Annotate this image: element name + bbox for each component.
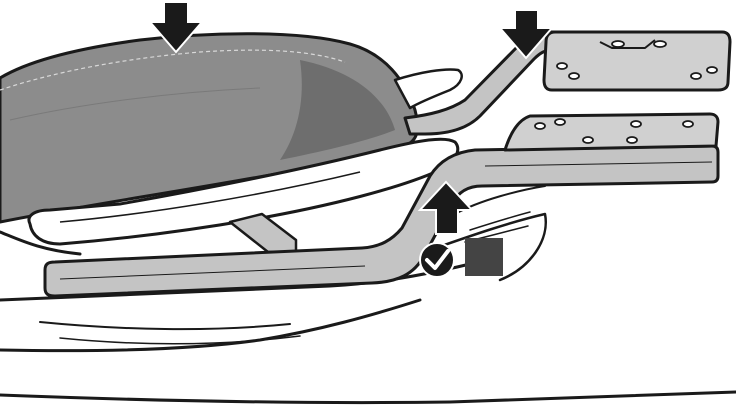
seat-edge-line (9, 87, 261, 121)
bracket-clamp (228, 212, 298, 254)
arrow-down-icon (147, 1, 205, 54)
lower-rack-frame (43, 144, 720, 298)
check-circle-icon (419, 242, 455, 278)
grab-handle (393, 68, 463, 110)
seat (0, 32, 419, 224)
seat-stitch-line (0, 49, 346, 91)
top-mounting-plate (542, 30, 732, 92)
lower-mounting-plate (503, 112, 720, 152)
arrow-up-icon (417, 180, 475, 235)
fairing-lines (0, 185, 736, 405)
seat-side-shadow (280, 60, 395, 160)
square-marker-icon (465, 238, 503, 276)
arrow-down-icon (497, 9, 555, 60)
